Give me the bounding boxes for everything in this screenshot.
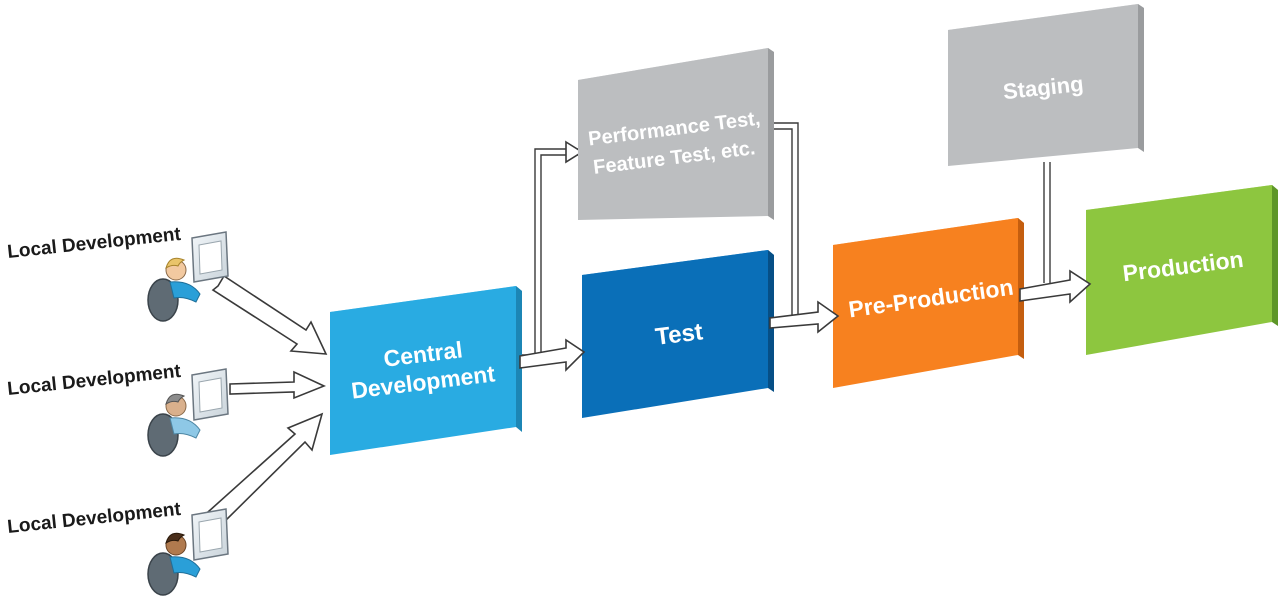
arrow-pre-production-to-production [1019, 269, 1092, 304]
arrow-dev3-to-central [206, 412, 324, 527]
connector-staging-to-production [1043, 162, 1051, 289]
stage-box-performance-test: Performance Test, Feature Test, etc. [578, 48, 774, 220]
chair-icon [147, 413, 179, 457]
connector-perf-to-preprod [768, 122, 830, 322]
stage-box-staging: Staging [948, 4, 1144, 166]
arrow-central-to-test [519, 338, 586, 372]
arrow-dev1-to-central [211, 274, 328, 355]
arrow-test-to-pre-production [769, 300, 840, 334]
developer-figure-3 [147, 508, 229, 596]
arrowhead-to-perf [565, 140, 584, 164]
developer-label-3: Local Development [6, 499, 182, 538]
stage-box-pre-production: Pre-Production [833, 218, 1024, 388]
chair-icon [147, 552, 179, 596]
developer-figure-1 [147, 231, 229, 322]
stage-box-central-development: Central Development [330, 286, 522, 455]
stage-box-production: Production [1086, 185, 1278, 355]
developer-label-2: Local Development [6, 361, 182, 400]
chair-icon [147, 278, 179, 322]
test-label: Test [654, 318, 705, 351]
arrow-dev2-to-central [229, 370, 327, 400]
stage-box-test: Test [582, 250, 774, 418]
connector-central-to-perf [522, 140, 584, 362]
developer-label-1: Local Development [6, 224, 182, 263]
developer-figure-2 [147, 368, 229, 457]
